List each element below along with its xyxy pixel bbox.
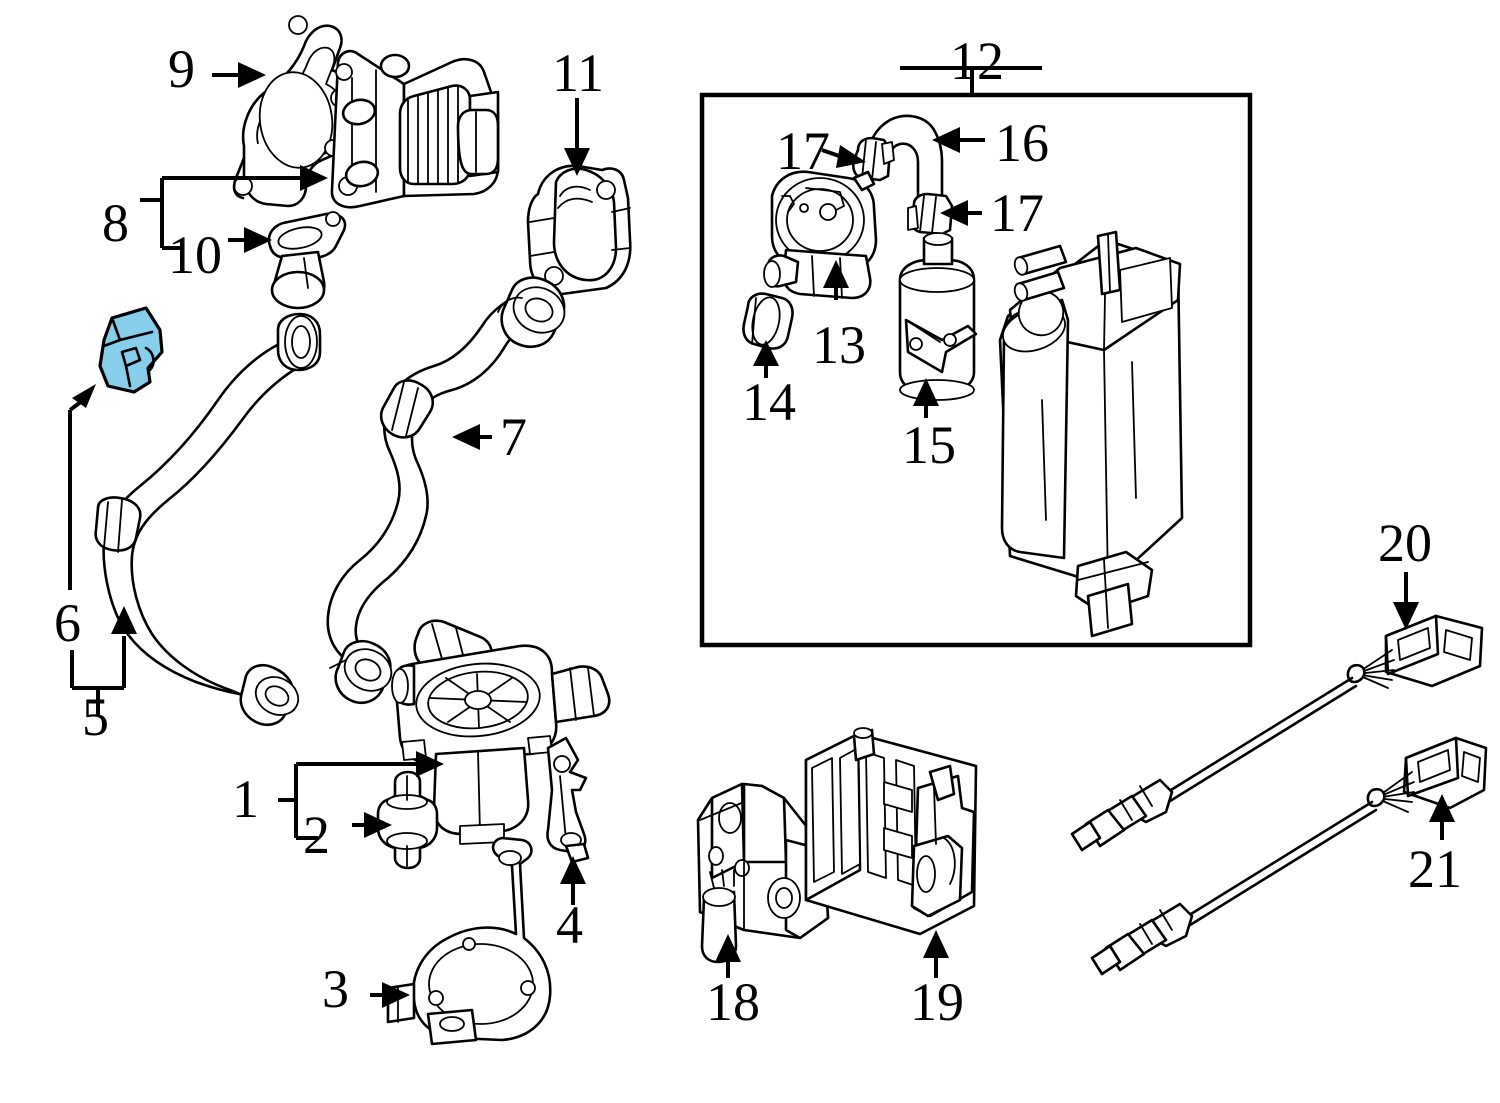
leader-3 bbox=[370, 982, 410, 1008]
callout-17-lower: 17 bbox=[990, 183, 1044, 243]
callout-15: 15 bbox=[902, 415, 956, 475]
leader-19 bbox=[923, 930, 949, 978]
part-electrical-connector-highlighted bbox=[98, 306, 164, 394]
leader-14 bbox=[753, 340, 779, 378]
leader-4 bbox=[560, 856, 586, 905]
leader-8 bbox=[140, 165, 328, 250]
part-canister-filter-grommet bbox=[742, 292, 794, 350]
part-oxygen-sensor-upstream bbox=[1070, 614, 1484, 852]
leader-11 bbox=[564, 98, 590, 176]
part-vacuum-pump bbox=[526, 164, 632, 296]
callout-13: 13 bbox=[812, 315, 866, 375]
leader-9 bbox=[212, 62, 266, 88]
part-egr-temperature-sensor bbox=[267, 211, 347, 310]
leader-6 bbox=[68, 384, 96, 590]
group-box-12 bbox=[699, 92, 1253, 648]
callout-4: 4 bbox=[556, 895, 583, 955]
leader-18 bbox=[715, 934, 741, 978]
callout-9: 9 bbox=[168, 39, 195, 99]
callout-21: 21 bbox=[1408, 839, 1462, 899]
leader-13 bbox=[823, 260, 849, 300]
leader-5 bbox=[70, 606, 137, 715]
callout-14: 14 bbox=[742, 372, 796, 432]
part-hose-clamp-upper bbox=[851, 136, 895, 182]
part-air-injection-pipe-right bbox=[326, 276, 566, 704]
callout-12: 12 bbox=[950, 31, 1004, 91]
callout-10: 10 bbox=[168, 225, 222, 285]
callout-18: 18 bbox=[706, 972, 760, 1032]
callout-3: 3 bbox=[322, 959, 349, 1019]
callout-1: 1 bbox=[232, 769, 259, 829]
leader-20 bbox=[1393, 572, 1419, 630]
callout-19: 19 bbox=[910, 972, 964, 1032]
callout-11: 11 bbox=[552, 43, 604, 103]
callout-16: 16 bbox=[995, 113, 1049, 173]
part-hose-clamp-lower bbox=[907, 192, 954, 236]
leader-1 bbox=[278, 751, 444, 840]
callout-5: 5 bbox=[82, 687, 109, 747]
leader-12 bbox=[900, 66, 1042, 95]
part-canister-bracket-right bbox=[804, 727, 978, 936]
leader-17-upper bbox=[821, 145, 866, 168]
part-purge-solenoid-valve bbox=[898, 232, 978, 401]
part-evaporative-emission-canister bbox=[998, 230, 1184, 638]
callout-8: 8 bbox=[102, 193, 129, 253]
part-air-injection-hose-left bbox=[94, 312, 322, 726]
part-check-valve bbox=[376, 770, 439, 870]
part-air-pump-mounting-bracket bbox=[386, 836, 552, 1046]
part-leak-detection-pump bbox=[763, 170, 878, 300]
callout-20: 20 bbox=[1378, 513, 1432, 573]
leader-15 bbox=[913, 378, 939, 418]
leader-21 bbox=[1429, 794, 1455, 840]
part-oxygen-sensor-downstream bbox=[1090, 736, 1488, 976]
part-egr-valve-assembly bbox=[330, 49, 500, 209]
leader-2 bbox=[352, 812, 392, 838]
callout-2: 2 bbox=[303, 805, 330, 865]
leader-7 bbox=[452, 424, 492, 450]
part-air-pump-support-strap bbox=[546, 736, 590, 864]
callout-7: 7 bbox=[500, 407, 527, 467]
callout-17-upper: 17 bbox=[776, 121, 830, 181]
leader-16 bbox=[932, 127, 985, 153]
leader-10 bbox=[228, 227, 272, 253]
leader-17-lower bbox=[940, 200, 982, 226]
callout-6: 6 bbox=[54, 593, 81, 653]
